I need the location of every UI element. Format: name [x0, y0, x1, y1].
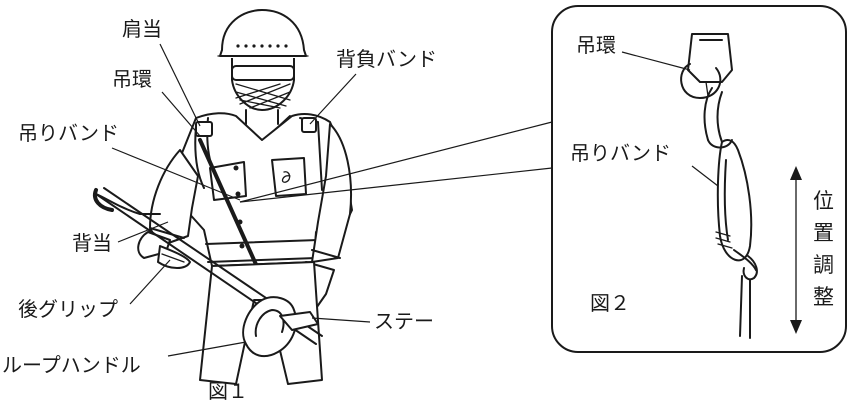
- figure1-caption: 図１: [208, 379, 248, 403]
- detail-projection-lines: [239, 121, 553, 203]
- detail-label-position-adjust-2: 置: [813, 221, 834, 245]
- detail-label-hanger-ring: 吊環: [576, 33, 616, 57]
- detail-box: 吊環 吊りバンド 位 置 調 整 図２: [551, 5, 847, 353]
- label-hanger-ring: 吊環: [112, 67, 152, 91]
- detail-label-position-adjust-3: 調: [813, 253, 834, 277]
- label-rear-grip: 後グリップ: [18, 297, 118, 321]
- detail-label-hanging-band: 吊りバンド: [570, 141, 671, 165]
- position-adjust-arrow: [790, 166, 802, 334]
- hanging-band-detail: [703, 87, 758, 339]
- label-shoulder-pad: 肩当: [122, 17, 162, 41]
- figure1-labels: 肩当 吊環 背負バンド 吊りバンド 背当 後グリップ ステー ループハンドル 図…: [2, 17, 437, 403]
- label-hanging-band: 吊りバンド: [18, 121, 119, 145]
- worker-figure: [93, 9, 353, 385]
- label-backpack-band: 背負バンド: [336, 47, 437, 71]
- detail-label-position-adjust-1: 位: [813, 189, 834, 213]
- label-back-pad: 背当: [72, 231, 112, 255]
- label-stay: ステー: [374, 309, 434, 333]
- helmet-dots: [236, 44, 288, 48]
- label-loop-handle: ループハンドル: [2, 353, 141, 377]
- figure2-caption: 図２: [590, 291, 630, 315]
- detail-label-position-adjust-4: 整: [813, 285, 834, 309]
